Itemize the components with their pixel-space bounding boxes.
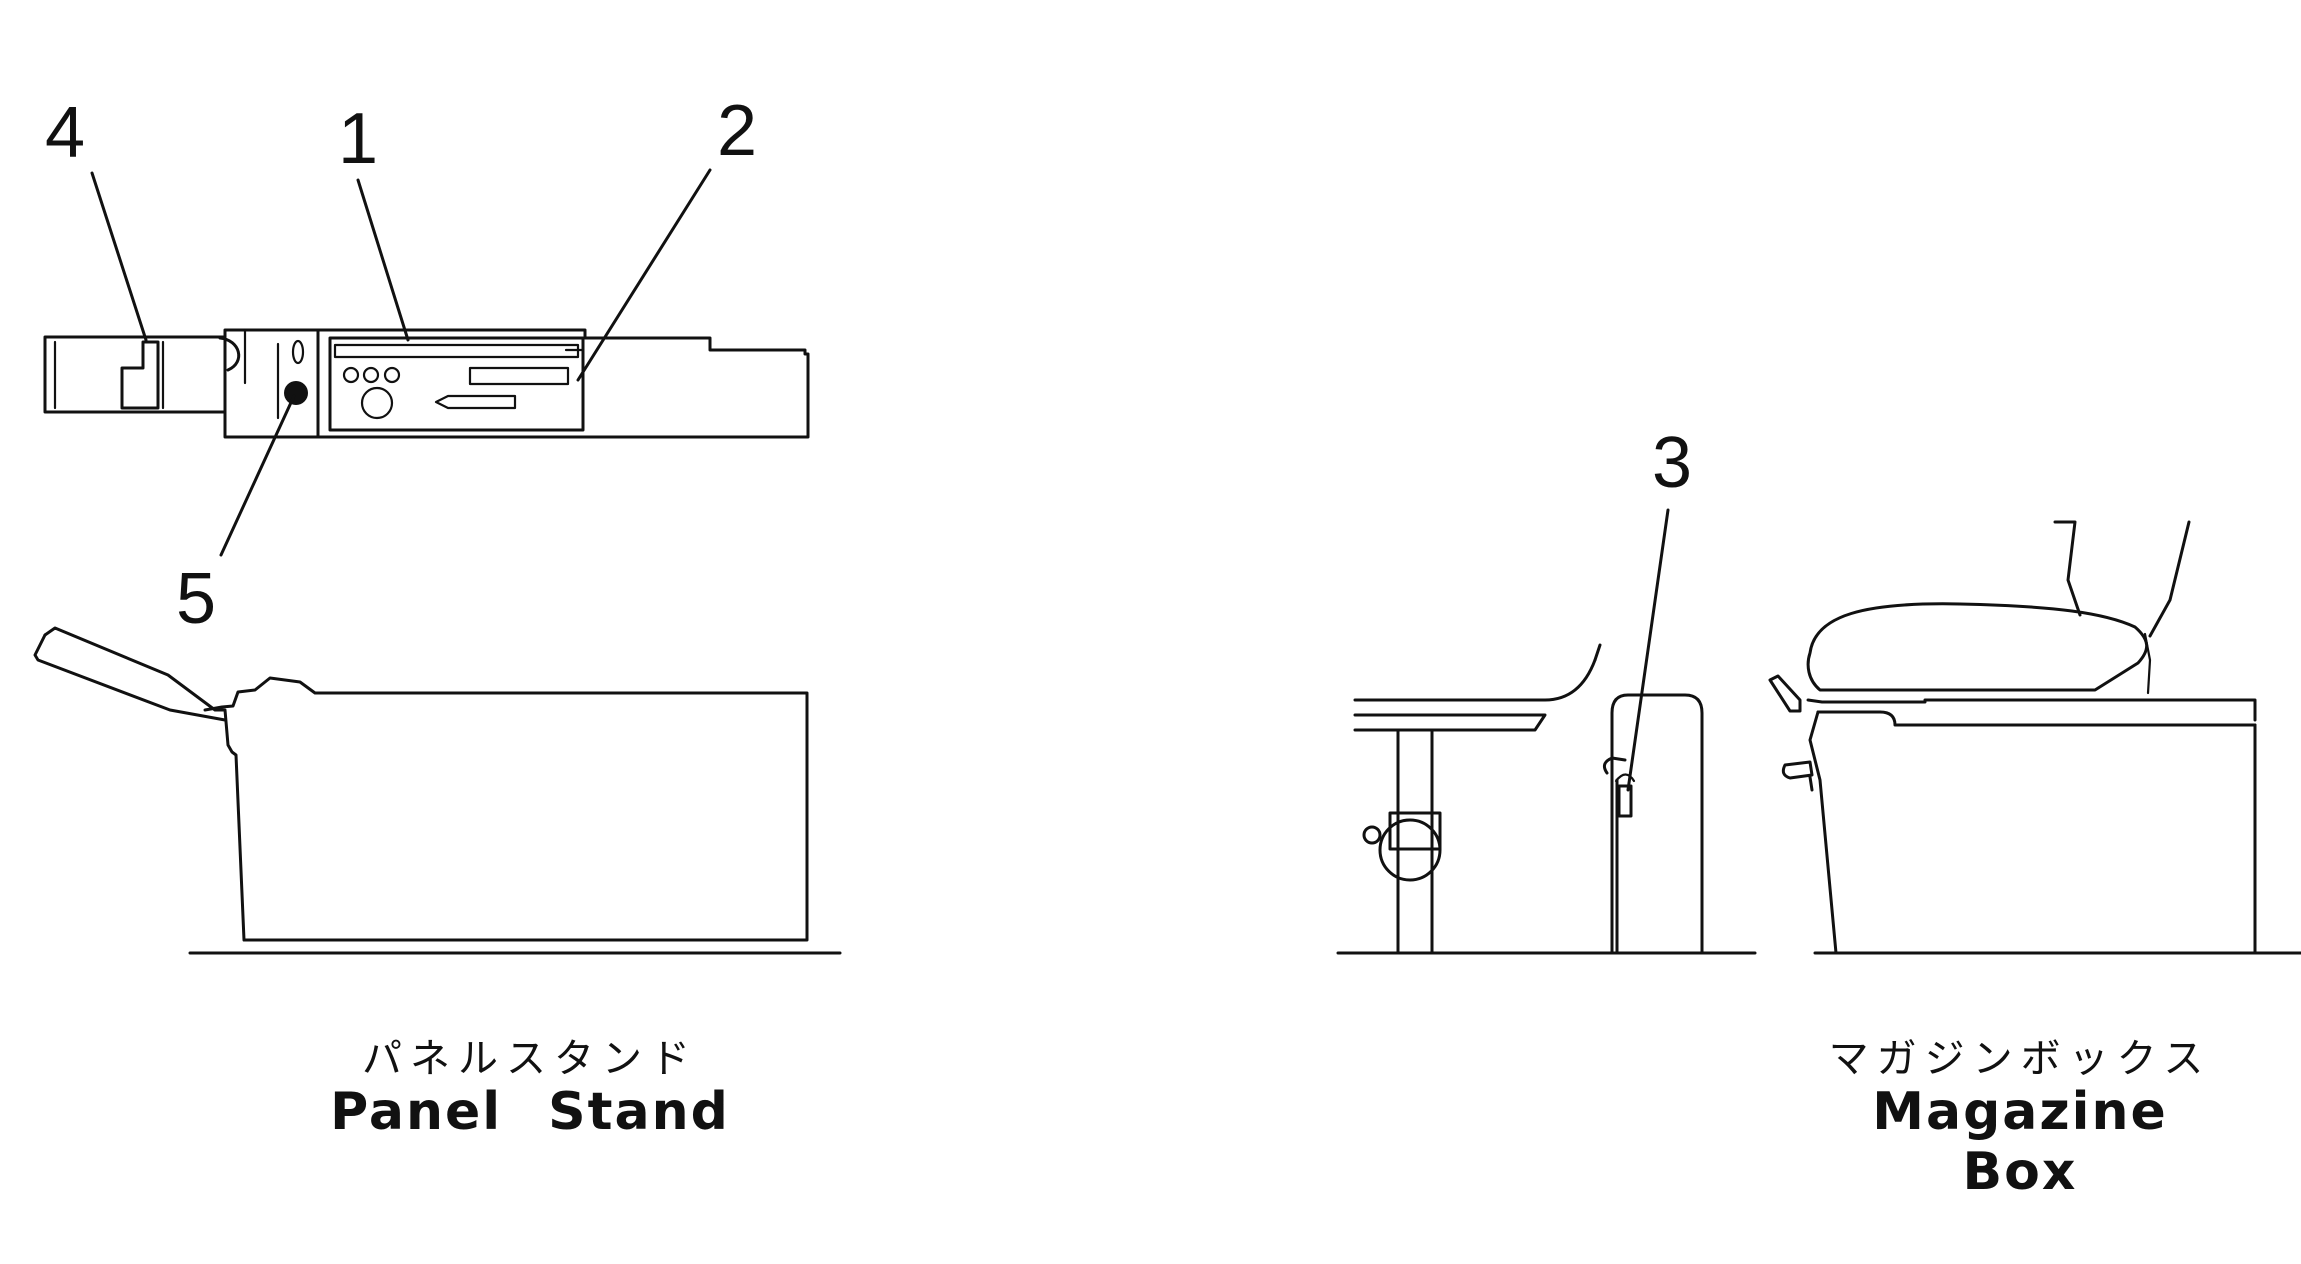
panel-stand-caption: パネルスタンド Panel Stand [330, 1035, 730, 1143]
svg-text:5: 5 [176, 559, 216, 639]
panel-stand-side-view [33, 626, 842, 955]
callout-4: 4 [45, 93, 148, 342]
magazine-box-caption-en: Magazine Box [1872, 1082, 2168, 1202]
part-3-lock [1617, 784, 1633, 818]
magazine-box-caption: マガジンボックス Magazine Box [1810, 1035, 2230, 1203]
svg-text:1: 1 [338, 99, 378, 179]
svg-text:4: 4 [45, 93, 85, 173]
callout-5: 5 [176, 394, 296, 639]
panel-stand-top-view [43, 328, 810, 439]
callout-1: 1 [338, 99, 410, 342]
svg-text:2: 2 [717, 91, 757, 171]
magazine-box-side-view [1336, 520, 2301, 955]
magazine-box-caption-jp: マガジンボックス [1828, 1036, 2212, 1082]
callout-3: 3 [1626, 423, 1692, 792]
panel-stand-caption-en: Panel Stand [330, 1082, 730, 1142]
part-2-cover [564, 348, 585, 422]
svg-text:3: 3 [1652, 423, 1692, 503]
panel-stand-caption-jp: パネルスタンド [362, 1036, 698, 1082]
magazine-box [1610, 693, 1704, 955]
part-5-knob [284, 381, 308, 405]
callout-2: 2 [576, 91, 757, 382]
part-4-latch [120, 340, 160, 410]
